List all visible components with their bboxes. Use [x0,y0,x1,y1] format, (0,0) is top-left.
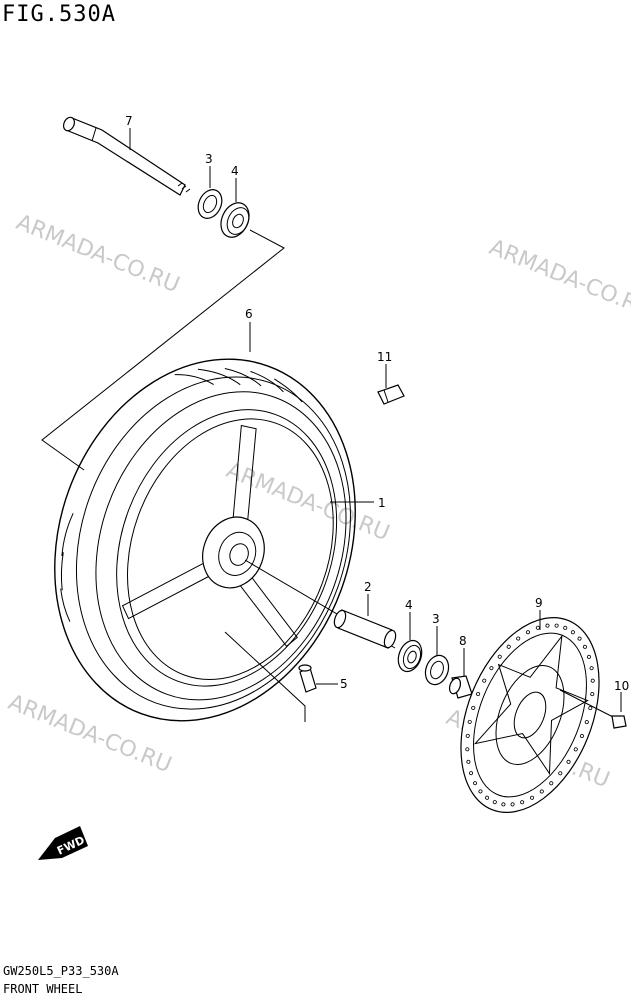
disc-bolt [559,689,627,729]
disc-hole [525,630,530,635]
callout-3: 3 [205,152,213,166]
disc-hole [590,692,595,697]
callout-10: 10 [614,679,630,693]
disc-hole [586,654,591,659]
bearing-top [220,202,250,238]
oil-seal-top [197,189,223,219]
disc-hole [570,630,575,635]
oil-seal-right [424,654,450,686]
disc-hole [563,625,568,630]
callout-3: 3 [432,612,440,626]
disc-hole [469,771,474,776]
callout-5: 5 [340,677,348,691]
callout-2: 2 [364,580,372,594]
disc-hole [471,705,476,710]
disc-hole [566,759,571,764]
disc-hole [482,678,487,683]
disc-hole [506,644,511,649]
axle-part [62,116,191,196]
callout-8: 8 [459,634,467,648]
figure-name: FRONT WHEEL [3,982,83,996]
disc-hole [465,733,470,738]
disc-hole [582,644,587,649]
disc-hole [467,719,472,724]
disc-hole [535,625,540,630]
disc-hole [476,692,481,697]
disc-hole [573,747,578,752]
disc-hole [539,789,544,794]
disc-hole [590,678,595,683]
fwd-arrow-icon: FWD [38,826,88,860]
callout-7: 7 [125,114,133,128]
disc-hole [478,789,483,794]
assembly-leader [41,229,285,471]
disc-hole [588,706,593,711]
disc-hole [516,636,521,641]
disc-hole [530,795,535,800]
callout-6: 6 [245,307,253,321]
valve [298,664,338,693]
disc-hole [510,802,515,807]
disc-hole [558,771,563,776]
disc-hole [497,654,502,659]
callout-1: 1 [378,496,386,510]
callout-4: 4 [405,598,413,612]
disc-hole [489,666,494,671]
spacer [333,609,397,649]
disc-hole [501,802,506,807]
collar [448,675,473,699]
bearing-right [397,639,423,673]
balance-weight [377,384,405,405]
figure-title: FIG.530A [2,2,116,27]
disc-hole [589,666,594,671]
disc-hole [492,800,497,805]
disc-hole [554,623,559,628]
callout-11: 11 [377,350,393,364]
figure-code: GW250L5_P33_530A [3,964,119,978]
disc-hole [466,759,471,764]
disc-hole [485,795,490,800]
callout-9: 9 [535,596,543,610]
brake-disc [460,617,600,813]
callout-4: 4 [231,164,239,178]
front-wheel [54,358,356,722]
disc-hole [473,781,478,786]
disc-hole [579,733,584,738]
disc-hole [520,800,525,805]
disc-hole [577,636,582,641]
disc-hole [545,623,550,628]
disc-hole [549,781,554,786]
disc-hole [465,747,470,752]
disc-hole [584,720,589,725]
